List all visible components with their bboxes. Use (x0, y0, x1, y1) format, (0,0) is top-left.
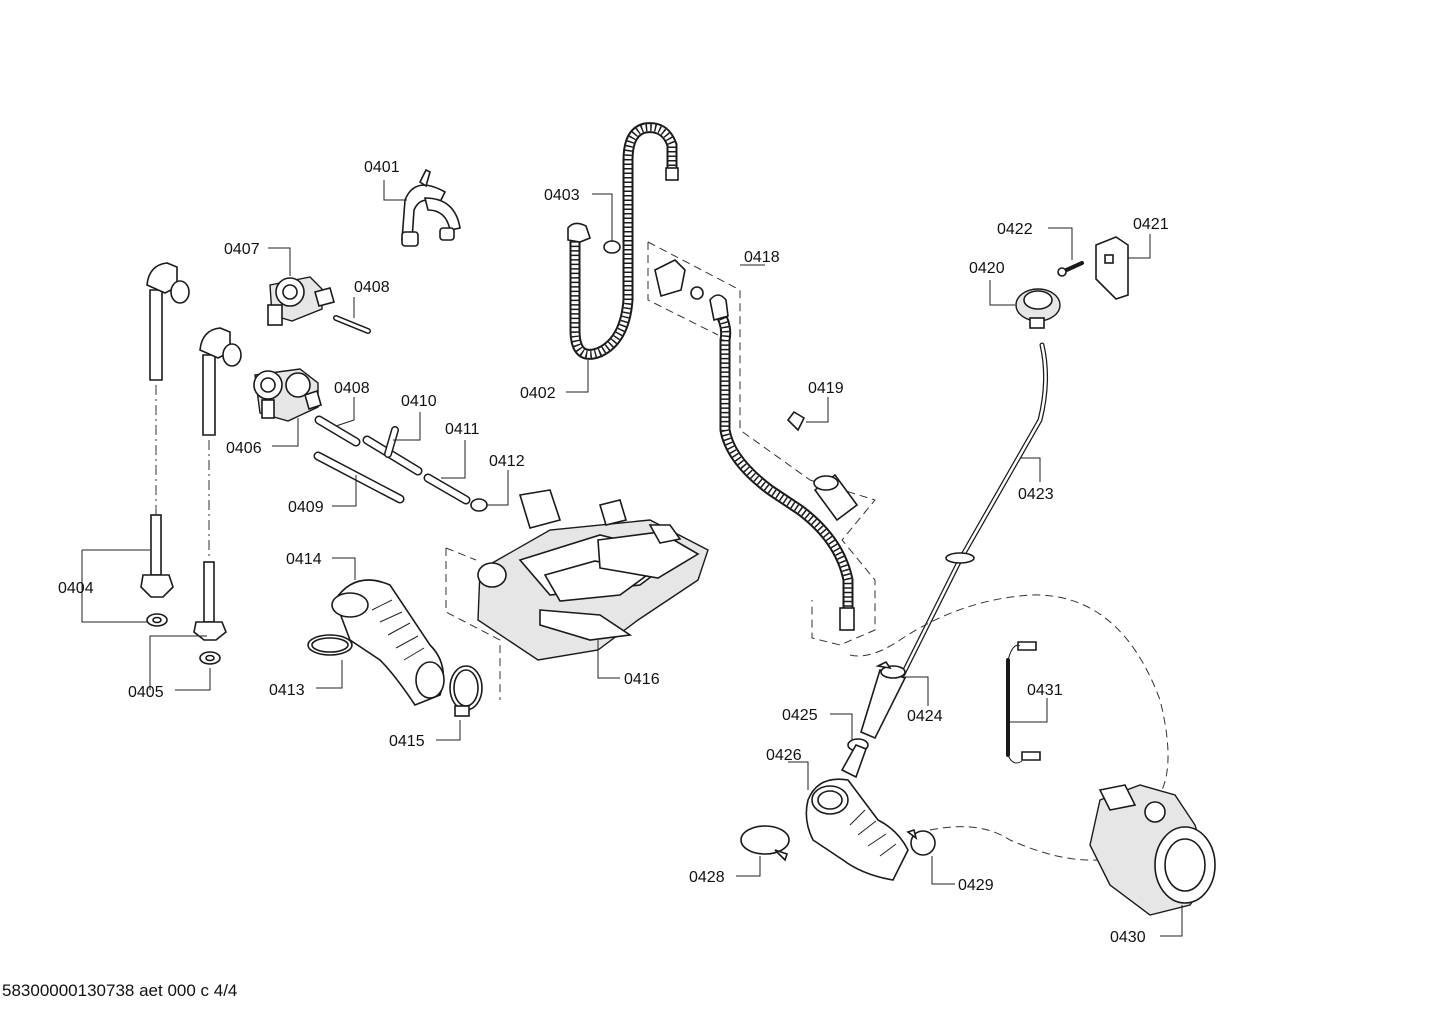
hose-clamp-0413[interactable] (307, 634, 353, 656)
label-0411[interactable]: 0411 (445, 421, 480, 438)
valve-0407[interactable] (267, 276, 335, 326)
label-0424[interactable]: 0424 (907, 708, 943, 725)
label-0426[interactable]: 0426 (766, 747, 802, 764)
air-trap-0424[interactable] (860, 660, 907, 740)
drain-hose-0418[interactable] (647, 241, 876, 646)
cable-0431[interactable] (1006, 641, 1041, 764)
label-0416[interactable]: 0416 (624, 671, 660, 688)
tube-connector-0410[interactable] (362, 426, 423, 476)
tube-0408-upper[interactable] (333, 315, 371, 334)
label-0406[interactable]: 0406 (226, 440, 262, 457)
label-0403[interactable]: 0403 (544, 187, 580, 204)
label-0419[interactable]: 0419 (808, 380, 844, 397)
pressure-switch-0420[interactable] (1015, 288, 1061, 329)
tube-0409[interactable] (313, 451, 405, 504)
clamp-0412[interactable] (470, 498, 488, 512)
clip-0419[interactable] (786, 410, 806, 432)
label-0404[interactable]: 0404 (58, 580, 94, 597)
label-0415[interactable]: 0415 (389, 733, 425, 750)
tube-0411[interactable] (423, 473, 471, 505)
hose-clamp-0415[interactable] (449, 665, 483, 717)
label-0430[interactable]: 0430 (1110, 929, 1146, 946)
dashed-connection-loop (849, 594, 1169, 861)
drain-pump-0430[interactable] (1089, 784, 1216, 916)
detergent-dispenser-0416[interactable] (445, 489, 709, 700)
inlet-hose-assembly-left[interactable] (140, 262, 190, 627)
label-0405[interactable]: 0405 (128, 684, 164, 701)
part-labels: 0401 0402 0403 0404 0405 0406 0407 0408 … (58, 159, 1169, 946)
label-0421[interactable]: 0421 (1133, 216, 1169, 233)
sleeve-0419[interactable] (813, 473, 859, 522)
label-0409[interactable]: 0409 (288, 499, 324, 516)
valve-0406[interactable] (253, 368, 322, 422)
label-0418[interactable]: 0418 (744, 249, 780, 266)
label-0408-lower[interactable]: 0408 (334, 380, 370, 397)
label-0428[interactable]: 0428 (689, 869, 725, 886)
label-0402[interactable]: 0402 (520, 385, 556, 402)
label-0410[interactable]: 0410 (401, 393, 437, 410)
label-0407[interactable]: 0407 (224, 241, 260, 258)
label-0422[interactable]: 0422 (997, 221, 1033, 238)
label-0425[interactable]: 0425 (782, 707, 818, 724)
label-0429[interactable]: 0429 (958, 877, 994, 894)
label-0423[interactable]: 0423 (1018, 486, 1054, 503)
label-0408-upper[interactable]: 0408 (354, 279, 390, 296)
inlet-hose-assembly-right[interactable] (193, 327, 242, 665)
label-0414[interactable]: 0414 (286, 551, 322, 568)
label-0431[interactable]: 0431 (1027, 682, 1063, 699)
label-0401[interactable]: 0401 (364, 159, 400, 176)
drain-hose-0426[interactable] (805, 743, 909, 881)
clamp-0428[interactable] (740, 825, 790, 862)
bellows-hose-0414[interactable] (331, 579, 445, 706)
clip-0403[interactable] (603, 240, 621, 254)
label-0420[interactable]: 0420 (969, 260, 1005, 277)
pressure-tube-0423[interactable] (872, 342, 1049, 733)
bracket-0421[interactable] (1095, 236, 1129, 300)
leader-lines (81, 180, 1183, 937)
label-0413[interactable]: 0413 (269, 682, 305, 699)
clamp-0429[interactable] (906, 828, 936, 856)
label-0412[interactable]: 0412 (489, 453, 525, 470)
tube-0408-lower[interactable] (314, 415, 361, 447)
hose-holder-0401[interactable] (401, 168, 461, 247)
hose-0402[interactable] (567, 122, 679, 360)
screw-0422[interactable] (1057, 261, 1084, 277)
document-reference-footer: 58300000130738 aet 000 c 4/4 (2, 981, 238, 1000)
